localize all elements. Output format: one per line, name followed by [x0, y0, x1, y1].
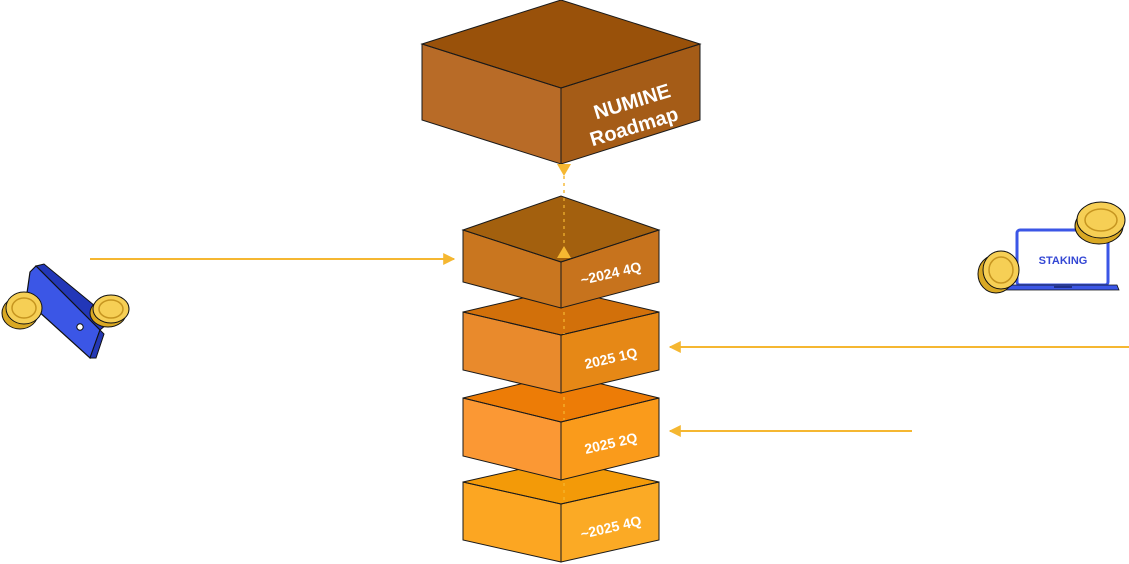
- title-box: NUMINE Roadmap: [420, 0, 702, 165]
- laptop-icon: STAKING: [1005, 228, 1120, 291]
- stage-2025-2q: 2025 2Q: [462, 373, 660, 481]
- stage-2025-1q: 2025 1Q: [462, 288, 660, 394]
- coin-icon: [977, 250, 1020, 294]
- stage-link-arrow: [557, 246, 571, 258]
- coin-icon: [89, 294, 130, 328]
- coin-icon: [1074, 201, 1126, 245]
- staking-label: STAKING: [1039, 255, 1088, 267]
- title-link-arrow: [557, 164, 571, 176]
- stage-2024-4q: ~2024 4Q: [461, 195, 661, 309]
- stage-2025-4q: ~2025 4Q: [462, 459, 660, 563]
- coin-icon: [1, 291, 43, 330]
